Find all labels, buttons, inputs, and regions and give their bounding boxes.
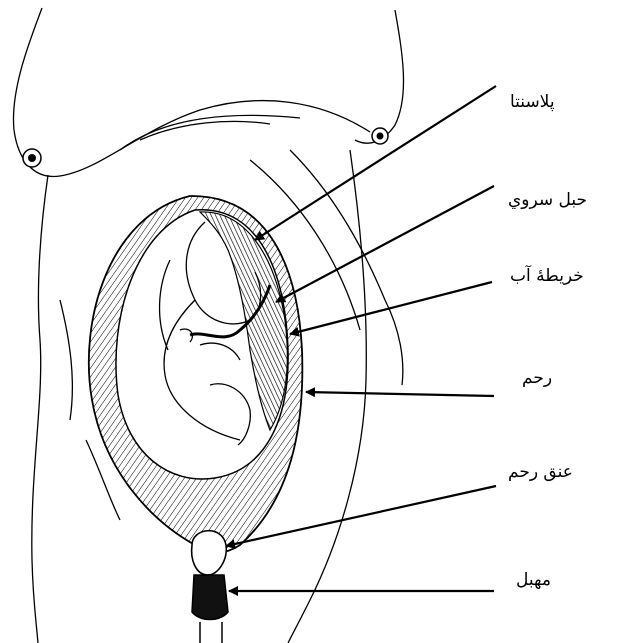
label-placenta: پلاسنتا: [510, 92, 555, 112]
arrow-amnion: [290, 282, 492, 334]
label-cervix: عنق رحم: [508, 462, 573, 482]
label-amniotic-sac: خريطۀ آب: [510, 266, 584, 286]
vagina: [192, 575, 228, 620]
label-vagina: مهبل: [516, 570, 551, 590]
nipple-left: [23, 149, 41, 167]
cervix: [192, 531, 227, 575]
nipple-right: [372, 128, 388, 144]
arrow-placenta: [255, 86, 496, 240]
arrow-uterus: [306, 392, 494, 396]
arrow-cord: [276, 186, 494, 302]
vaginal-canal: [200, 622, 222, 643]
label-uterus: رحم: [522, 368, 552, 388]
label-umbilical-cord: حبل سروي: [508, 190, 587, 210]
